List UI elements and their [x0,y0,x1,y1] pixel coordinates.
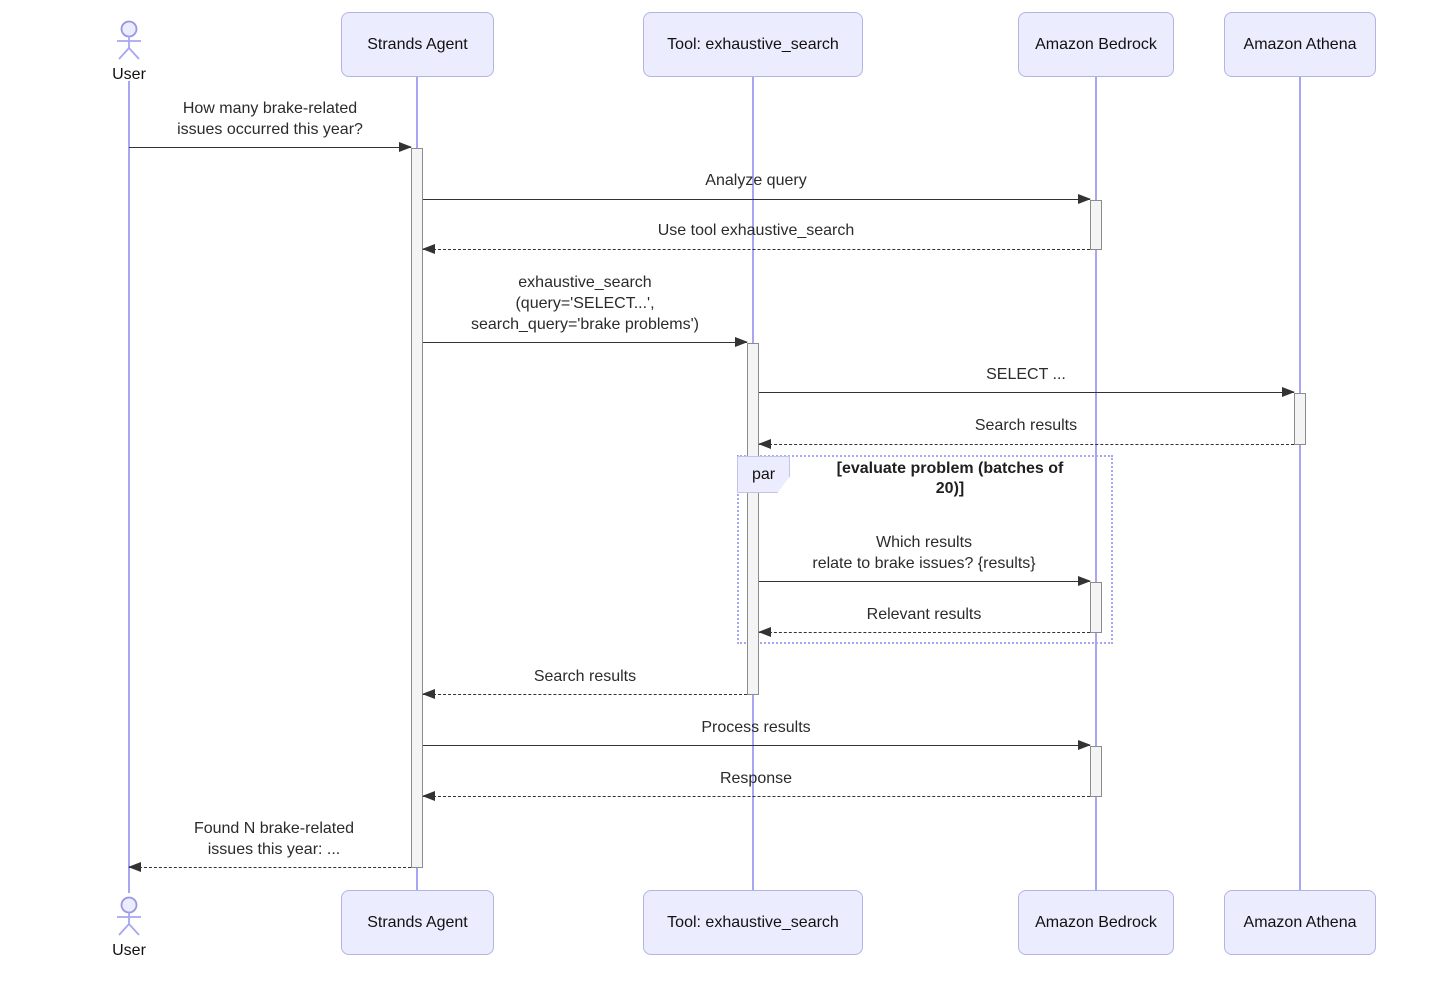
message-arrow [422,689,747,699]
message-arrow [759,387,1295,397]
participant-box-bedrock-bottom: Amazon Bedrock [1018,890,1174,955]
participant-box-strands-agent-bottom: Strands Agent [341,890,494,955]
participant-box-tool-top: Tool: exhaustive_search [643,12,863,77]
participant-box-tool-bottom: Tool: exhaustive_search [643,890,863,955]
arrowhead-icon [758,439,771,449]
message-label: exhaustive_search (query='SELECT...', se… [471,274,699,333]
message-label: Relevant results [866,606,982,623]
par-fragment [737,455,1113,644]
arrowhead-icon [422,689,435,699]
message-arrow [422,244,1090,254]
message-label: Search results [974,417,1078,434]
actor-user-top: User [94,20,164,84]
arrowhead-icon [1078,194,1091,204]
lifeline-amazon-athena [1299,77,1301,890]
message-label: How many brake-related issues occurred t… [177,100,363,138]
message-label: Process results [701,719,811,736]
activation-strands-agent [411,148,423,868]
message-arrow [423,194,1091,204]
message-arrow [758,627,1090,637]
arrowhead-icon [1078,576,1091,586]
activation-bedrock-process [1090,746,1102,797]
arrowhead-icon [128,862,141,872]
activation-bedrock-analyze [1090,200,1102,250]
activation-tool [747,343,759,695]
lifeline-amazon-bedrock [1095,77,1097,890]
message-arrow [423,740,1091,750]
message-arrow [129,142,412,152]
arrowhead-icon [422,244,435,254]
arrowhead-icon [758,627,771,637]
message-label: Found N brake-related issues this year: … [193,820,355,858]
arrowhead-icon [735,337,748,347]
actor-label: User [112,66,146,83]
message-label: Search results [533,668,637,685]
participant-box-athena-bottom: Amazon Athena [1224,890,1376,955]
arrowhead-icon [422,791,435,801]
par-title: [evaluate problem (batches of 20)] [836,460,1064,497]
message-label: Response [719,770,793,787]
person-icon [117,896,141,936]
participant-box-athena-top: Amazon Athena [1224,12,1376,77]
actor-label: User [112,942,146,959]
message-label: SELECT ... [986,366,1066,383]
participant-box-strands-agent-top: Strands Agent [341,12,494,77]
arrowhead-icon [1282,387,1295,397]
message-arrow [422,791,1090,801]
message-label: Use tool exhaustive_search [657,222,855,239]
arrowhead-icon [1078,740,1091,750]
lifeline-user [128,81,130,893]
par-label: par [737,456,790,493]
message-arrow [758,439,1294,449]
message-label: Which results relate to brake issues? {r… [812,534,1036,572]
activation-athena [1294,393,1306,445]
message-arrow [423,337,748,347]
message-label: Analyze query [705,172,807,189]
participant-box-bedrock-top: Amazon Bedrock [1018,12,1174,77]
person-icon [117,20,141,60]
message-arrow [759,576,1091,586]
arrowhead-icon [399,142,412,152]
message-arrow [128,862,411,872]
activation-bedrock-evaluate [1090,582,1102,633]
actor-user-bottom: User [94,896,164,960]
